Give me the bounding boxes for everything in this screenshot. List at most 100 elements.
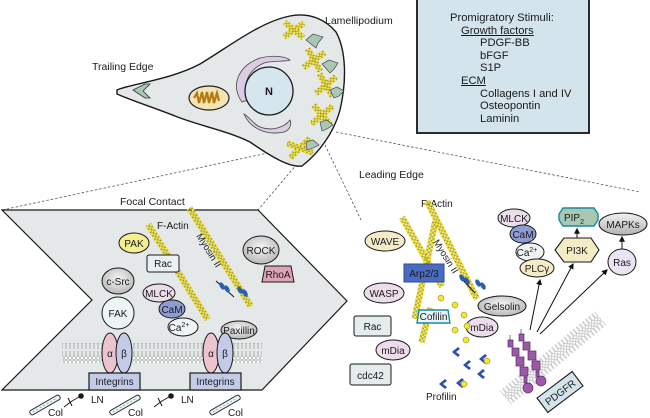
calcium-text: Ca — [517, 248, 530, 259]
stimuli-category-growth-factors: Growth factors — [461, 24, 534, 37]
wave-node — [364, 230, 406, 252]
calcium-leading-label: Ca2+ — [517, 247, 538, 259]
myosin-head-icon — [237, 286, 243, 294]
myosin-ii-leading — [459, 274, 486, 294]
arrow-pdgfr-ras — [539, 269, 608, 335]
pdgfr-receptor — [507, 329, 547, 394]
cdc42-node — [349, 363, 392, 386]
rock-node — [242, 235, 280, 265]
myosin-head-icon — [459, 274, 465, 282]
beta-label: β — [222, 349, 228, 360]
trailing-edge-label: Trailing Edge — [92, 61, 154, 73]
cam-leading-label: CaM — [512, 230, 533, 241]
cdc42-label: cdc42 — [357, 371, 384, 382]
c-src-node — [101, 267, 135, 295]
lamellipodium-arrow-icon — [321, 59, 339, 74]
collagen-rod-icon — [209, 394, 241, 416]
stimuli-item: Collagens I and IV — [480, 87, 572, 100]
plcy-node — [519, 258, 555, 278]
wasp-label: WASP — [369, 289, 398, 300]
lamellipodium-arrow-icon — [329, 86, 345, 99]
calcium-text: Ca — [169, 323, 182, 334]
profilin-icon — [439, 379, 447, 389]
integrin-dimer-2: α β Integrins — [189, 332, 242, 391]
paxillin-node — [220, 320, 258, 340]
cam-leading-node — [509, 224, 537, 244]
arp23-node — [403, 263, 445, 283]
signaling-arrows — [529, 227, 625, 335]
cam-focal-node — [158, 299, 186, 319]
lamellipodium-arrow-icon — [305, 139, 320, 151]
myosin-head-icon — [464, 277, 470, 285]
myosin-head-icon — [480, 282, 486, 290]
col-label-3: Col — [228, 408, 243, 418]
arp23-label: Arp2/3 — [409, 269, 439, 280]
rock-label: ROCK — [247, 246, 276, 257]
pip2-label: PIP2 — [564, 213, 584, 226]
cam-focal-label: CaM — [161, 305, 182, 316]
beta-label: β — [121, 349, 127, 360]
gelsolin-node — [477, 295, 527, 317]
g-actin-monomers — [437, 294, 471, 344]
mitochondrion-cristae — [193, 88, 221, 104]
cofilin-label: Cofilin — [420, 312, 448, 323]
calcium-superscript: 2+ — [181, 322, 189, 329]
myosin-head-icon — [475, 279, 481, 287]
extracellular-matrix: Col Col Col LN LN — [29, 393, 243, 418]
f-actin-filament-leading-2 — [424, 199, 480, 301]
alpha-label: α — [107, 349, 113, 360]
integrins-box-2 — [189, 372, 242, 391]
pi3k-node — [554, 237, 600, 263]
wasp-node — [363, 282, 405, 304]
ras-label: Ras — [613, 258, 631, 269]
trailing-edge-arrow — [132, 83, 151, 99]
plcy-label: PLCγ — [525, 264, 549, 275]
col-label-2: Col — [128, 408, 143, 418]
mlck-focal-node — [142, 283, 176, 303]
guide-line-leading-right — [335, 131, 641, 193]
stimuli-item: PDGF-BB — [480, 37, 530, 50]
pak-node — [118, 232, 150, 254]
promigratory-stimuli-box: Promigratory Stimuli: Growth factors PDG… — [416, 0, 590, 134]
stimuli-category-ecm: ECM — [461, 74, 486, 87]
lamellipodium-arrow-icon — [319, 119, 334, 132]
col-label-1: Col — [48, 408, 63, 418]
mapks-label: MAPKs — [606, 220, 639, 231]
gelsolin-label: Gelsolin — [484, 302, 520, 313]
arrow-pdgfr-plcy — [529, 278, 543, 331]
integrins-label-1: Integrins — [95, 377, 133, 388]
focal-contact-label: Focal Contact — [120, 196, 185, 208]
zoom-guide-lines — [1, 131, 641, 223]
pip2-node — [558, 207, 599, 227]
integrins-box-1 — [88, 372, 141, 391]
f-actin-filament-focal-2 — [186, 206, 254, 308]
f-actin-focal-label: F-Actin — [157, 221, 189, 232]
integrin-dimer-1: α β Integrins — [88, 332, 141, 391]
rac-leading-label: Rac — [364, 322, 382, 333]
mlck-leading-label: MLCK — [500, 214, 528, 225]
calcium-focal-node — [167, 317, 199, 337]
f-actin-leading-label: F-Actin — [421, 199, 453, 210]
profilin-icon — [477, 369, 485, 379]
pip-text: PIP — [564, 213, 580, 224]
cofilin-node — [416, 309, 451, 324]
nucleus-label: N — [265, 86, 273, 98]
profilin-icon — [452, 347, 460, 357]
rac-leading-node — [353, 315, 392, 337]
ln-label-2: LN — [181, 395, 194, 406]
fak-node — [101, 296, 135, 330]
rhoa-label: RhoA — [265, 270, 290, 281]
mdia-label-1: mDia — [381, 346, 405, 357]
profilin-label: Profilin — [426, 392, 457, 403]
c-src-label: c-Src — [106, 277, 129, 288]
migrating-cell: N — [116, 14, 346, 167]
guide-line-leading-left — [324, 144, 363, 223]
myosin-head-icon — [242, 289, 248, 297]
stimuli-item: Laminin — [480, 112, 520, 125]
collagen-rod-icon — [109, 394, 141, 416]
wave-label: WAVE — [371, 237, 400, 248]
rhoa-node — [261, 265, 295, 283]
stimuli-item: bFGF — [480, 49, 509, 62]
mdia-node-1 — [375, 339, 411, 361]
mlck-focal-label: MLCK — [145, 289, 173, 300]
